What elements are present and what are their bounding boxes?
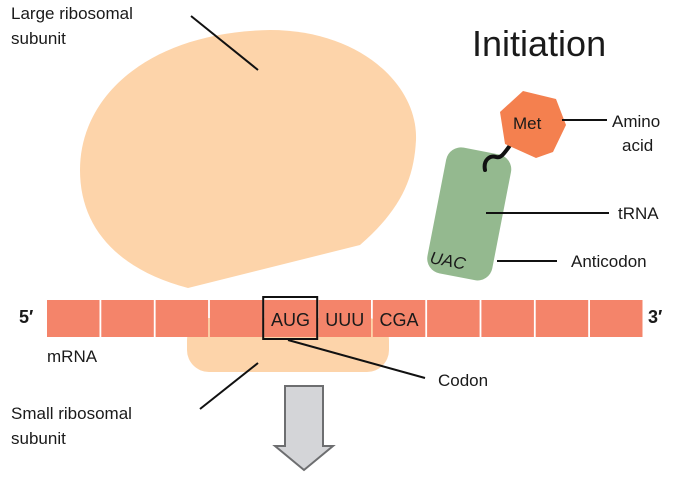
mrna-segment bbox=[209, 300, 263, 337]
mrna-segment bbox=[264, 300, 317, 337]
mrna-segment bbox=[155, 300, 209, 337]
large-subunit-label-line2: subunit bbox=[11, 29, 66, 48]
mrna-segment bbox=[101, 300, 154, 337]
small-subunit-leader-line bbox=[199, 362, 259, 410]
mrna-segment bbox=[535, 300, 589, 337]
trna-body bbox=[427, 147, 512, 281]
codon-text: UUU bbox=[325, 310, 364, 330]
trna-molecule bbox=[427, 147, 512, 281]
down-arrow-icon bbox=[272, 385, 336, 472]
codon-leader-line bbox=[287, 339, 426, 379]
trna-amino-acid-bond bbox=[482, 141, 514, 172]
small-subunit-label: Small ribosomal subunit bbox=[11, 404, 137, 448]
mrna-segment bbox=[481, 300, 534, 337]
large-ribosomal-subunit bbox=[80, 30, 417, 288]
mrna-segment bbox=[318, 300, 371, 337]
codon-highlight-box bbox=[262, 296, 319, 340]
mrna-strand: AUG UUU CGA bbox=[47, 300, 643, 337]
trna-label: tRNA bbox=[618, 204, 659, 223]
large-subunit-leader-line bbox=[190, 15, 259, 71]
amino-acid-hexagon bbox=[500, 91, 566, 158]
start-codon-text: AUG bbox=[271, 310, 310, 330]
mrna-segment bbox=[427, 300, 480, 337]
amino-acid-label-line1: Amino bbox=[612, 112, 660, 131]
small-subunit-label-line1: Small ribosomal bbox=[11, 404, 132, 423]
amino-acid-label-line2: acid bbox=[622, 136, 653, 155]
amino-acid-name: Met bbox=[513, 114, 542, 133]
amino-acid-label: Amino acid bbox=[612, 112, 665, 155]
mrna-segment bbox=[372, 300, 426, 337]
diagram-title: Initiation bbox=[472, 23, 606, 64]
mrna-segment bbox=[590, 300, 643, 337]
three-prime-label: 3′ bbox=[648, 307, 662, 327]
codon-text: CGA bbox=[380, 310, 419, 330]
large-subunit-label: Large ribosomal subunit bbox=[11, 4, 138, 48]
anticodon-label: Anticodon bbox=[571, 252, 647, 271]
five-prime-label: 5′ bbox=[19, 307, 33, 327]
mrna-segment bbox=[47, 300, 100, 337]
codon-label: Codon bbox=[438, 371, 488, 390]
small-subunit-label-line2: subunit bbox=[11, 429, 66, 448]
mrna-label: mRNA bbox=[47, 347, 98, 366]
large-subunit-label-line1: Large ribosomal bbox=[11, 4, 133, 23]
